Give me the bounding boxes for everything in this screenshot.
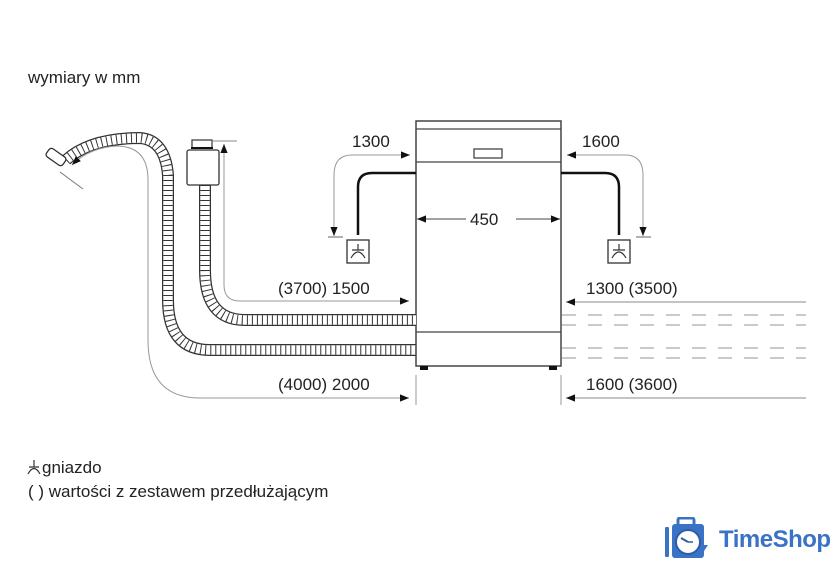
drain-hose	[45, 131, 416, 402]
right-dimensions	[562, 298, 806, 402]
dimension-right-drain: 1600 (3600)	[586, 375, 678, 394]
timeshop-logo: TimeShop	[662, 516, 837, 563]
foot-right	[549, 366, 557, 370]
diagram-title: wymiary w mm	[28, 68, 141, 87]
left-power-cable	[328, 151, 416, 264]
dimension-width: 450	[470, 210, 499, 229]
foot-left	[420, 366, 428, 370]
legend-extension-note: ( ) wartości z zestawem przedłużającym	[28, 482, 329, 501]
clock-bag-icon	[665, 516, 708, 558]
dimension-left-inlet: (3700) 1500	[278, 279, 370, 298]
dimension-right-inlet: 1300 (3500)	[586, 279, 678, 298]
control-panel-display	[473, 148, 503, 159]
dishwasher	[415, 120, 562, 370]
aquastop-box	[186, 149, 220, 186]
right-power-cable	[561, 151, 651, 264]
dimension-right-cable: 1600	[582, 132, 620, 151]
dimension-left-drain: (4000) 2000	[278, 375, 370, 394]
socket-legend-icon	[27, 460, 41, 475]
legend-socket: gniazdo	[42, 458, 102, 477]
logo-text: TimeShop	[719, 526, 831, 553]
dimension-left-cable: 1300	[352, 132, 390, 151]
